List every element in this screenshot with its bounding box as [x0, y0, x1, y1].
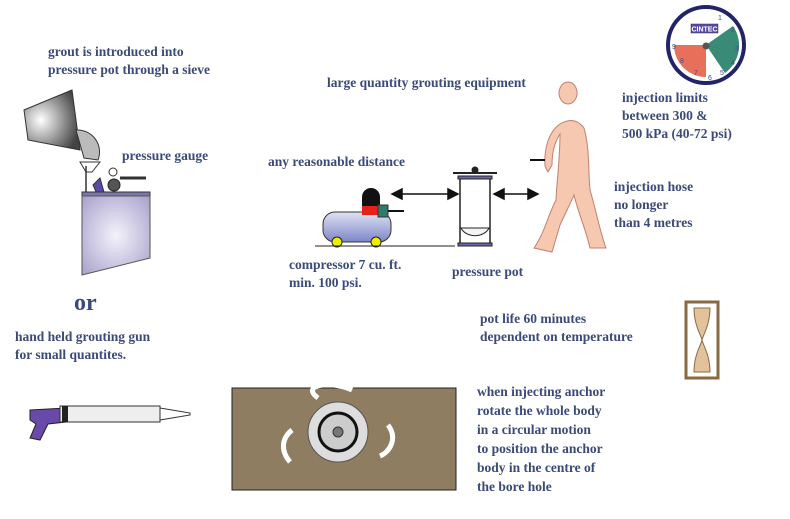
distance-label: any reasonable distance	[268, 154, 406, 169]
clock-number: 6	[708, 75, 712, 82]
caption-line: no longer	[614, 197, 669, 212]
injection-hose-label: injection hose no longer than 4 metres	[614, 178, 693, 232]
clock-number: 9	[672, 44, 676, 51]
pressure-gauge-label: pressure gauge	[122, 148, 209, 163]
caption-line: body in the centre of	[477, 460, 596, 475]
compressor-icon	[315, 188, 455, 248]
caption-line: when injecting anchor	[477, 384, 606, 399]
compressor-label: compressor 7 cu. ft. min. 100 psi.	[289, 256, 401, 292]
clock-number: 1	[718, 15, 722, 22]
pressure-pot-icon	[453, 166, 497, 247]
pressure-pot-small-icon	[81, 167, 151, 276]
grouting-gun-label: hand held grouting gun for small quantit…	[15, 328, 150, 364]
caption-line: min. 100 psi.	[289, 275, 362, 290]
pot-life-label: pot life 60 minutes dependent on tempera…	[480, 310, 633, 346]
caption-line: for small quantites.	[15, 347, 127, 362]
clock-number: 5	[720, 70, 724, 77]
clock-icon: CINTEC 1 2 3 4 5 6 7 8 9	[666, 5, 746, 85]
caption-line: dependent on temperature	[480, 329, 633, 344]
caption-line: to position the anchor	[477, 441, 603, 456]
rotation-instructions: when injecting anchor rotate the whole b…	[477, 382, 605, 496]
clock-number: 4	[731, 60, 735, 67]
caption-line: hand held grouting gun	[15, 329, 151, 344]
caption-line: in a circular motion	[477, 422, 591, 437]
clock-number: 8	[680, 58, 684, 65]
pressure-pot-label: pressure pot	[452, 264, 524, 279]
caption-line: rotate the whole body	[477, 403, 602, 418]
hourglass-icon	[684, 300, 720, 380]
bore-hole-icon	[231, 382, 457, 491]
clock-number: 7	[694, 70, 698, 77]
sieve-caption: grout is introduced into pressure pot th…	[48, 43, 210, 79]
caption-line: than 4 metres	[614, 215, 693, 230]
caption-line: compressor 7 cu. ft.	[289, 257, 402, 272]
person-icon	[533, 81, 607, 253]
or-label: or	[74, 290, 97, 316]
distance-arrow	[390, 187, 540, 201]
caption-line: grout is introduced into	[48, 44, 184, 59]
grouting-gun-icon	[29, 405, 191, 441]
injection-limits-label: injection limits between 300 & 500 kPa (…	[622, 89, 732, 143]
caption-line: injection hose	[614, 179, 694, 194]
caption-line: pot life 60 minutes	[480, 311, 587, 326]
clock-number: 3	[735, 46, 739, 53]
caption-line: the bore hole	[477, 479, 552, 494]
clock-logo: CINTEC	[691, 27, 717, 34]
equipment-title: large quantity grouting equipment	[327, 75, 526, 90]
caption-line: pressure pot through a sieve	[48, 62, 211, 77]
sieve-funnel-icon	[23, 89, 102, 193]
caption-line: injection limits	[622, 90, 708, 105]
caption-line: between 300 &	[622, 108, 708, 123]
clock-number: 2	[731, 27, 735, 34]
caption-line: 500 kPa (40-72 psi)	[622, 126, 732, 141]
